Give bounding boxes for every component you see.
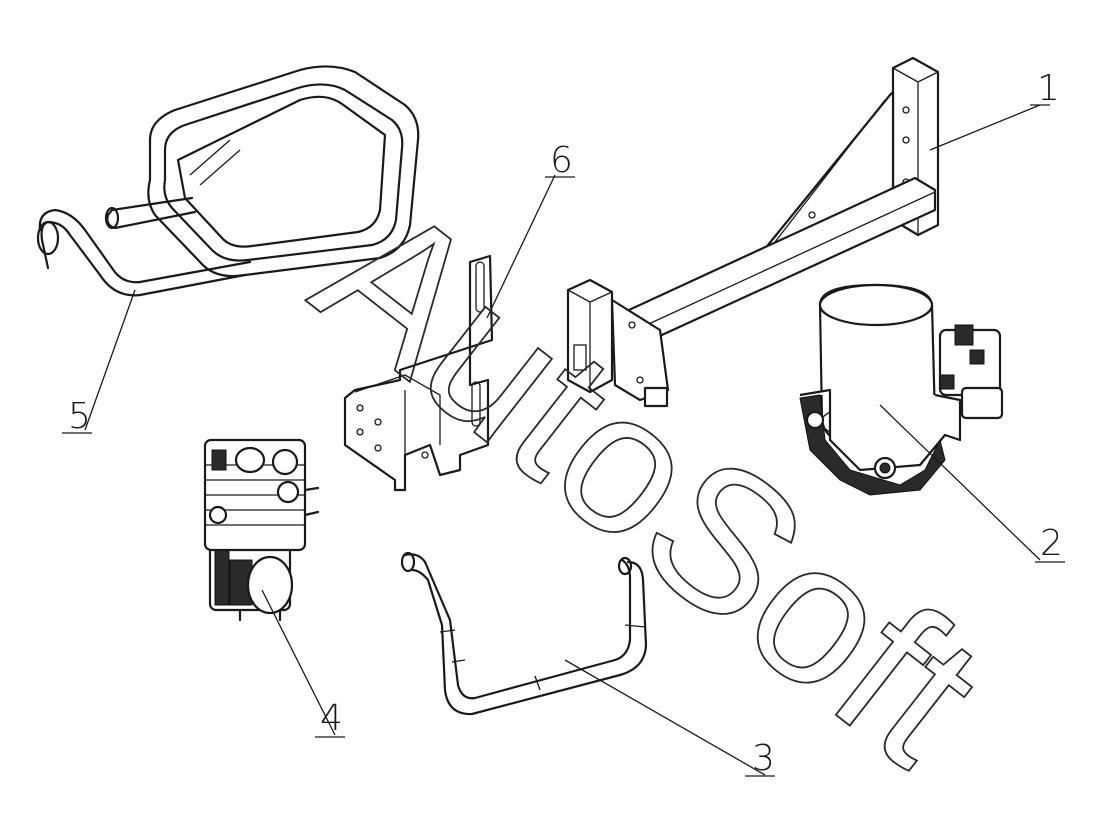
part-3-bent-tube bbox=[400, 551, 648, 716]
callout-5: 5 bbox=[68, 396, 91, 437]
callout-6: 6 bbox=[550, 140, 573, 181]
part-5-tube-frame bbox=[36, 65, 420, 297]
callout-3: 3 bbox=[752, 738, 775, 779]
callout-1: 1 bbox=[1037, 68, 1060, 109]
part-1-main-frame bbox=[566, 56, 940, 408]
part-2-air-dryer bbox=[799, 283, 1004, 496]
leader-lines bbox=[84, 104, 1041, 776]
callout-2: 2 bbox=[1040, 523, 1063, 564]
callout-4: 4 bbox=[320, 698, 343, 739]
part-4-air-compressor bbox=[203, 438, 320, 622]
part-6-mounting-bracket bbox=[343, 254, 494, 492]
callouts: 1 2 3 4 5 6 bbox=[62, 68, 1065, 779]
